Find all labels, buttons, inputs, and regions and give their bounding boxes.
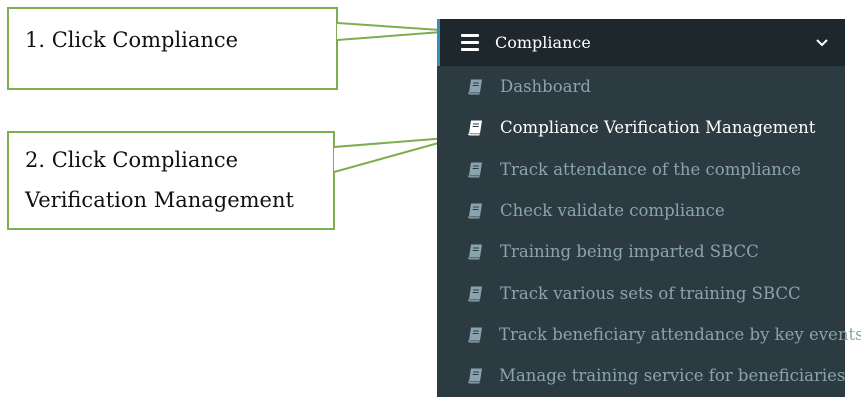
- submenu-item-dashboard[interactable]: Dashboard: [437, 66, 845, 107]
- submenu-item-label: Compliance Verification Management: [500, 118, 816, 138]
- book-icon: [467, 367, 484, 384]
- submenu-item-compliance-verification-management[interactable]: Compliance Verification Management: [437, 107, 845, 148]
- callout-step-2-line-1: 2. Click Compliance: [25, 148, 239, 172]
- submenu-item-label: Track beneficiary attendance by key even…: [499, 324, 861, 344]
- compliance-menu-header[interactable]: Compliance: [437, 19, 845, 66]
- submenu-item-label: Track various sets of training SBCC: [500, 283, 801, 303]
- callout-step-1-text: 1. Click Compliance: [25, 28, 239, 52]
- submenu-item-track-various-sets-of-training-sbcc[interactable]: Track various sets of training SBCC: [437, 272, 845, 313]
- hamburger-icon: [461, 34, 479, 51]
- submenu-item-manage-training-service-for-beneficiaries[interactable]: Manage training service for beneficiarie…: [437, 355, 845, 396]
- submenu-item-label: Dashboard: [500, 77, 591, 97]
- book-icon: [467, 161, 485, 178]
- book-icon: [467, 326, 484, 343]
- submenu-item-check-validate-compliance[interactable]: Check validate compliance: [437, 190, 845, 231]
- compliance-submenu: Dashboard Compliance Verification Manage…: [437, 66, 861, 396]
- submenu-item-track-attendance-of-the-compliance[interactable]: Track attendance of the compliance: [437, 149, 845, 190]
- compliance-menu-title: Compliance: [495, 33, 591, 52]
- callout-step-2-line-2: Verification Management: [25, 188, 294, 212]
- chevron-down-icon[interactable]: [807, 35, 837, 51]
- submenu-item-training-being-imparted-sbcc[interactable]: Training being imparted SBCC: [437, 231, 845, 272]
- submenu-item-track-beneficiary-attendance-by-key-events[interactable]: Track beneficiary attendance by key even…: [437, 314, 861, 355]
- book-icon: [467, 202, 485, 219]
- sidebar-menu: Compliance Dashboard Compliance Verifica…: [437, 19, 861, 397]
- book-icon: [467, 285, 485, 302]
- submenu-item-label: Check validate compliance: [500, 201, 725, 221]
- book-icon: [467, 243, 485, 260]
- book-icon: [467, 78, 485, 95]
- callout-step-2: 2. Click Compliance Verification Managem…: [7, 131, 335, 230]
- callout-step-1: 1. Click Compliance: [7, 7, 338, 90]
- submenu-item-label: Training being imparted SBCC: [500, 242, 759, 262]
- submenu-item-label: Manage training service for beneficiarie…: [499, 366, 846, 386]
- book-icon: [467, 119, 485, 136]
- submenu-item-label: Track attendance of the compliance: [500, 159, 801, 179]
